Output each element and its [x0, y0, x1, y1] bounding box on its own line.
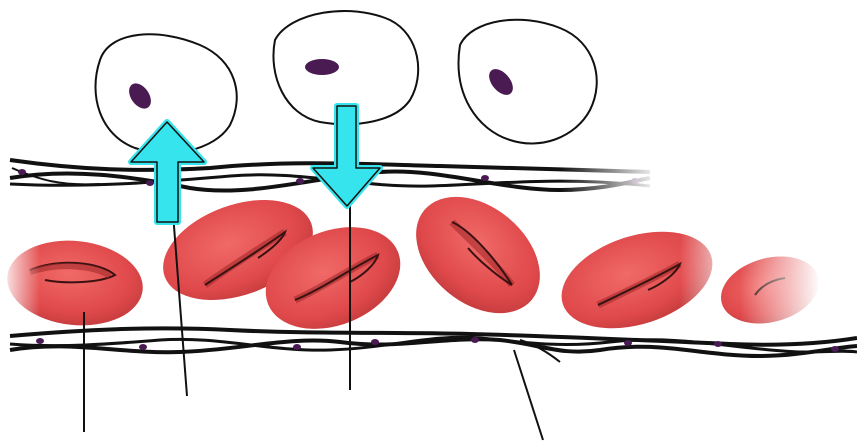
- wall-nucleus: [831, 346, 839, 352]
- wall-nucleus: [296, 178, 304, 184]
- rbc-5: [549, 214, 725, 346]
- leader-capillary-wall: [514, 350, 543, 440]
- capillary-wall-bottom: [10, 328, 857, 362]
- red-blood-cells: [0, 173, 827, 348]
- rbc-4: [394, 173, 563, 337]
- leader-arrow-up: [172, 200, 187, 396]
- tissue-cell-3: [459, 20, 597, 144]
- tissue-cell-2-nucleus: [305, 59, 339, 75]
- wall-nucleus: [371, 339, 379, 345]
- wall-nucleus: [146, 180, 154, 186]
- wall-nucleus: [293, 344, 301, 350]
- wall-nucleus: [139, 344, 147, 350]
- rbc-6: [713, 246, 826, 334]
- wall-nucleus: [714, 341, 722, 347]
- wall-nucleus: [624, 340, 632, 346]
- wall-nucleus: [18, 169, 26, 175]
- wall-nucleus: [36, 338, 44, 344]
- wall-nucleus: [471, 337, 479, 343]
- wall-nucleus: [481, 175, 489, 181]
- rbc-1: [0, 234, 147, 332]
